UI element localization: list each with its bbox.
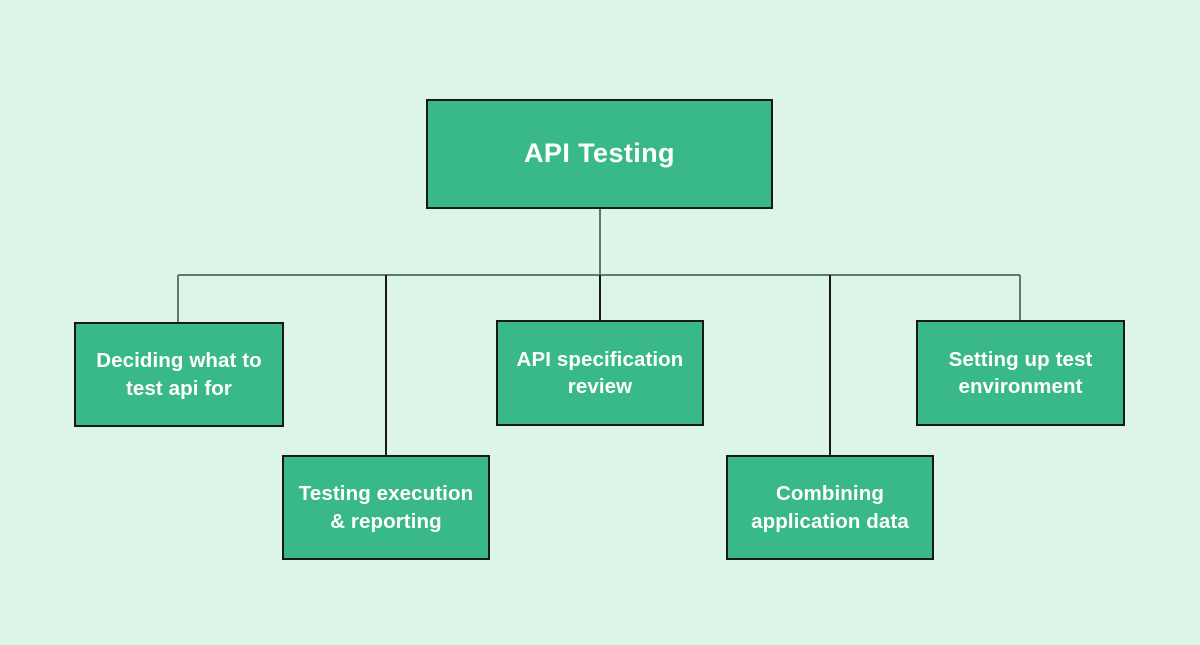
node-combining-application-data[interactable]: Combining application data bbox=[726, 455, 934, 560]
node-label: API specification review bbox=[516, 347, 684, 398]
node-label: Setting up test environment bbox=[948, 347, 1093, 398]
node-label: Combining application data bbox=[751, 482, 909, 533]
node-api-specification-review[interactable]: API specification review bbox=[496, 320, 704, 426]
node-label: Deciding what to test api for bbox=[96, 349, 262, 400]
node-testing-execution-and-reporting[interactable]: Testing execution & reporting bbox=[282, 455, 490, 560]
node-root-api-testing[interactable]: API Testing bbox=[426, 99, 773, 209]
node-label: Testing execution & reporting bbox=[298, 482, 474, 533]
node-root-label: API Testing bbox=[524, 138, 675, 169]
node-deciding-what-to-test-api-for[interactable]: Deciding what to test api for bbox=[74, 322, 284, 427]
node-setting-up-test-environment[interactable]: Setting up test environment bbox=[916, 320, 1125, 426]
